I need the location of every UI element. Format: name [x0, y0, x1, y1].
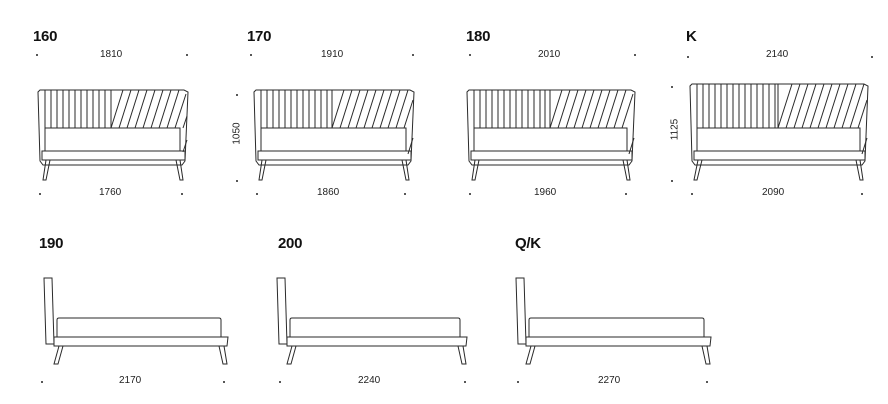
bed-side-drawing — [276, 277, 468, 365]
headboard-front-drawing — [253, 89, 415, 181]
dimension-marker — [687, 56, 689, 58]
height-dimension: 1125 — [669, 118, 681, 141]
length-dimension: 2270 — [598, 375, 621, 386]
top-width-dimension: 1910 — [321, 49, 344, 60]
size-label: 160 — [33, 28, 58, 45]
top-width-dimension: 2010 — [538, 49, 561, 60]
dimension-marker — [469, 193, 471, 195]
bottom-width-dimension: 1760 — [99, 187, 122, 198]
dimension-marker — [186, 54, 188, 56]
dimension-marker — [236, 94, 238, 96]
dimension-marker — [861, 193, 863, 195]
top-width-dimension: 1810 — [100, 49, 123, 60]
dimension-marker — [671, 180, 673, 182]
dimension-marker — [634, 54, 636, 56]
bottom-width-dimension: 2090 — [762, 187, 785, 198]
size-label: 190 — [39, 235, 64, 252]
bed-side-drawing — [515, 277, 712, 365]
headboard-front-drawing — [689, 83, 869, 181]
size-label: K — [686, 28, 697, 45]
bottom-width-dimension: 1860 — [317, 187, 340, 198]
headboard-front-drawing — [466, 89, 636, 181]
dimension-marker — [706, 381, 708, 383]
dimension-marker — [39, 193, 41, 195]
bottom-width-dimension: 1960 — [534, 187, 557, 198]
length-dimension: 2170 — [119, 375, 142, 386]
dimension-marker — [469, 54, 471, 56]
dimension-marker — [691, 193, 693, 195]
headboard-front-drawing — [37, 89, 189, 181]
dimension-marker — [404, 193, 406, 195]
top-width-dimension: 2140 — [766, 49, 789, 60]
height-dimension: 1050 — [231, 122, 243, 145]
dimension-marker — [223, 381, 225, 383]
dimension-marker — [236, 180, 238, 182]
dimension-marker — [671, 86, 673, 88]
dimension-marker — [412, 54, 414, 56]
bed-side-drawing — [43, 277, 229, 365]
size-label: 170 — [247, 28, 272, 45]
size-label: 200 — [278, 235, 303, 252]
dimension-marker — [250, 54, 252, 56]
dimension-marker — [41, 381, 43, 383]
dimension-marker — [256, 193, 258, 195]
dimension-marker — [181, 193, 183, 195]
dimension-marker — [464, 381, 466, 383]
length-dimension: 2240 — [358, 375, 381, 386]
size-label: Q/K — [515, 235, 541, 252]
size-label: 180 — [466, 28, 491, 45]
dimension-marker — [871, 56, 873, 58]
dimension-marker — [279, 381, 281, 383]
dimension-marker — [517, 381, 519, 383]
dimension-marker — [36, 54, 38, 56]
dimension-marker — [625, 193, 627, 195]
